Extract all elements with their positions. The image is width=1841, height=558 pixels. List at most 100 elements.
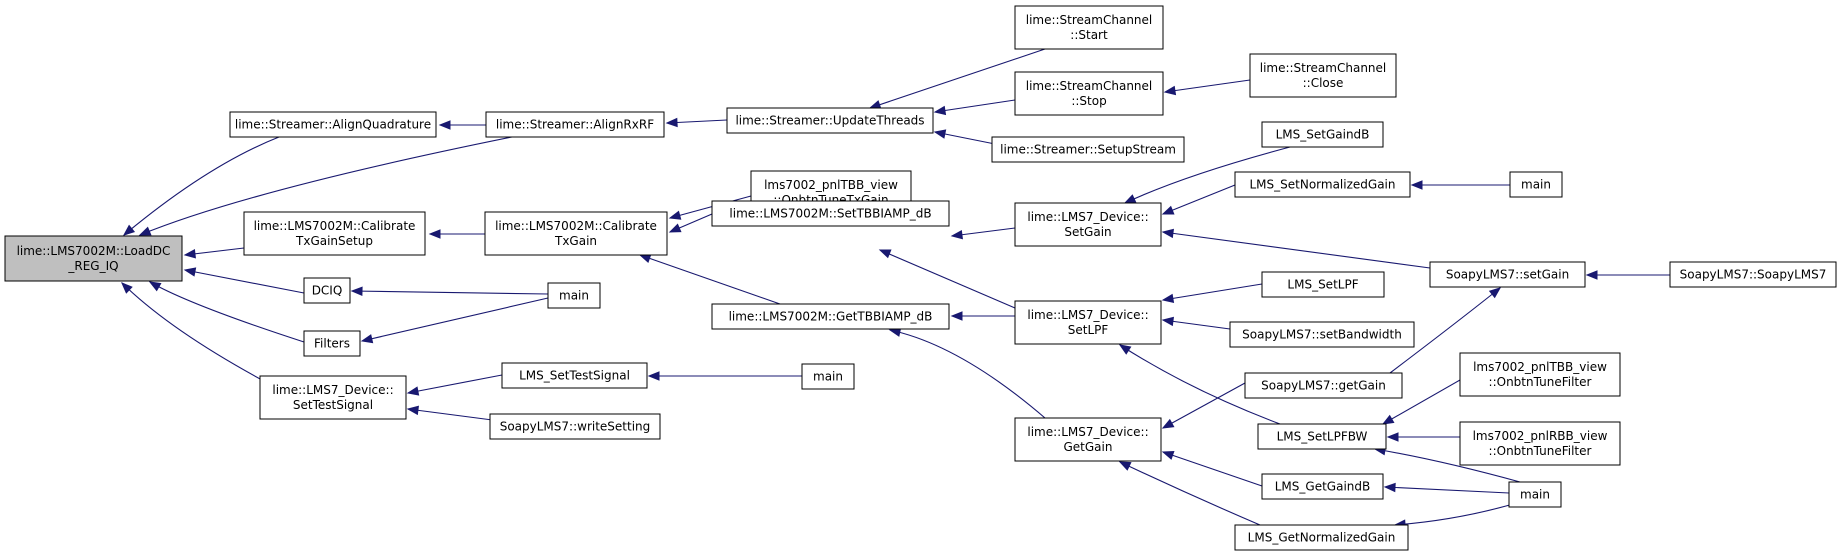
node-label: ::Stop xyxy=(1071,94,1106,108)
node-label: lime::LMS7002M::GetTBBIAMP_dB xyxy=(729,310,933,324)
graph-node-n1[interactable]: lime::Streamer::AlignQuadrature xyxy=(229,111,437,138)
node-label: LMS_SetGaindB xyxy=(1276,128,1370,142)
arrowhead-icon xyxy=(668,210,682,220)
node-box xyxy=(259,375,407,420)
graph-node-n2[interactable]: lime::Streamer::AlignRxRF xyxy=(485,111,665,138)
arrowhead-icon xyxy=(428,229,441,239)
graph-node-n21[interactable]: LMS_SetLPF xyxy=(1261,271,1385,298)
graph-node-n19[interactable]: SoapyLMS7::setGain xyxy=(1429,261,1586,288)
graph-node-n12[interactable]: lime::LMS7002M::GetTBBIAMP_dB xyxy=(711,303,950,330)
graph-node-n25[interactable]: lms7002_pnlTBB_view::OnbtnTuneFilter xyxy=(1459,352,1621,397)
node-box xyxy=(547,282,601,309)
edge-line xyxy=(1164,79,1251,93)
node-label: lime::Streamer::SetupStream xyxy=(1000,143,1176,157)
edge-n25-to-n24 xyxy=(1381,379,1461,425)
node-label: ::OnbtnTuneFilter xyxy=(1489,444,1592,458)
arrowhead-icon xyxy=(183,249,196,259)
node-box xyxy=(1261,121,1384,148)
edge-line xyxy=(139,136,513,236)
arrowhead-icon xyxy=(1410,180,1423,190)
graph-node-n17[interactable]: LMS_SetNormalizedGain xyxy=(1234,171,1411,198)
graph-node-n14[interactable]: lime::LMS7_Device::SetLPF xyxy=(1014,300,1162,345)
graph-node-n27[interactable]: main xyxy=(1508,481,1562,508)
graph-node-n4[interactable]: lime::StreamChannel::Start xyxy=(1014,5,1164,50)
arrowhead-icon xyxy=(1161,418,1175,429)
arrowhead-icon xyxy=(1585,270,1598,280)
arrowhead-icon xyxy=(933,105,947,116)
arrowhead-icon xyxy=(1118,461,1132,471)
edge-n30-to-n0 xyxy=(183,267,305,294)
node-label: ::Start xyxy=(1070,28,1108,42)
node-label: ::OnbtnTuneFilter xyxy=(1489,375,1592,389)
edge-n10-to-n9 xyxy=(668,195,752,220)
graph-node-n13[interactable]: lime::LMS7_Device::SetGain xyxy=(1014,202,1162,247)
node-label: LMS_GetGaindB xyxy=(1275,480,1370,494)
edge-n11-to-n9 xyxy=(668,213,713,233)
graph-node-n35[interactable]: main xyxy=(801,363,855,390)
graph-node-n3[interactable]: lime::Streamer::UpdateThreads xyxy=(726,107,934,134)
arrowhead-icon xyxy=(350,286,363,296)
edge-n1-to-n0 xyxy=(122,136,280,236)
node-box xyxy=(1509,171,1563,198)
graph-node-n22[interactable]: SoapyLMS7::setBandwidth xyxy=(1229,321,1415,348)
graph-node-n24[interactable]: LMS_SetLPFBW xyxy=(1257,423,1387,450)
edge-line xyxy=(407,374,503,394)
edge-line xyxy=(889,329,1046,419)
node-label: lime::Streamer::UpdateThreads xyxy=(735,114,924,128)
graph-node-n29[interactable]: LMS_GetNormalizedGain xyxy=(1234,524,1409,551)
edge-n19-to-n13 xyxy=(1161,228,1431,269)
arrowhead-icon xyxy=(868,100,882,110)
edge-line xyxy=(1162,382,1246,429)
graph-node-n0[interactable]: lime::LMS7002M::LoadDC_REG_IQ xyxy=(4,235,183,282)
graph-node-n15[interactable]: lime::LMS7_Device::GetGain xyxy=(1014,417,1162,462)
node-box xyxy=(1508,481,1562,508)
edge-n3-to-n2 xyxy=(665,117,728,128)
graph-node-n33[interactable]: lime::LMS7_Device::SetTestSignal xyxy=(259,375,407,420)
arrowhead-icon xyxy=(360,334,374,344)
graph-node-n23[interactable]: SoapyLMS7::getGain xyxy=(1244,372,1403,399)
edge-line xyxy=(1119,461,1261,526)
edge-line xyxy=(1162,184,1236,215)
graph-node-n28[interactable]: LMS_GetGaindB xyxy=(1261,473,1384,500)
node-label: SetLPF xyxy=(1068,323,1109,337)
graph-node-n32[interactable]: Filters xyxy=(303,330,361,357)
node-label: lime::StreamChannel xyxy=(1026,79,1153,93)
arrowhead-icon xyxy=(183,267,197,277)
graph-node-n5[interactable]: lime::StreamChannel::Stop xyxy=(1014,71,1164,116)
node-box xyxy=(711,200,950,227)
node-label: lime::LMS7_Device:: xyxy=(1027,425,1148,439)
arrowhead-icon xyxy=(122,224,136,236)
node-label: main xyxy=(1520,488,1550,502)
graph-node-n6[interactable]: lime::StreamChannel::Close xyxy=(1249,53,1397,98)
edge-n7-to-n3 xyxy=(933,129,1001,146)
graph-node-n20[interactable]: SoapyLMS7::SoapyLMS7 xyxy=(1669,261,1837,288)
graph-node-n18[interactable]: main xyxy=(1509,171,1563,198)
node-label: lime::LMS7002M::Calibrate xyxy=(254,219,416,233)
node-label: lms7002_pnlRBB_view xyxy=(1473,429,1608,443)
node-label: SoapyLMS7::setGain xyxy=(1446,268,1569,282)
edge-line xyxy=(639,254,781,305)
graph-node-n34[interactable]: LMS_SetTestSignal xyxy=(501,362,648,389)
edge-line xyxy=(351,290,549,295)
graph-node-n30[interactable]: DCIQ xyxy=(303,277,351,304)
node-box xyxy=(484,211,668,256)
graph-node-n31[interactable]: main xyxy=(547,282,601,309)
graph-node-n7[interactable]: lime::Streamer::SetupStream xyxy=(991,136,1185,163)
node-box xyxy=(4,235,183,282)
graph-node-n11[interactable]: lime::LMS7002M::SetTBBIAMP_dB xyxy=(711,200,950,227)
node-box xyxy=(1014,300,1162,345)
edge-n2-to-n0 xyxy=(138,136,513,236)
graph-node-n16[interactable]: LMS_SetGaindB xyxy=(1261,121,1384,148)
node-label: lime::LMS7002M::LoadDC xyxy=(17,244,171,258)
edge-n22-to-n14 xyxy=(1161,316,1231,330)
node-label: TxGain xyxy=(554,234,597,248)
edge-n28-to-n15 xyxy=(1161,450,1263,487)
node-label: main xyxy=(1521,178,1551,192)
node-box xyxy=(1234,524,1409,551)
graph-node-n26[interactable]: lms7002_pnlRBB_view::OnbtnTuneFilter xyxy=(1459,421,1621,466)
arrowhead-icon xyxy=(1488,287,1502,299)
graph-node-n36[interactable]: SoapyLMS7::writeSetting xyxy=(489,413,661,440)
node-box xyxy=(229,111,437,138)
